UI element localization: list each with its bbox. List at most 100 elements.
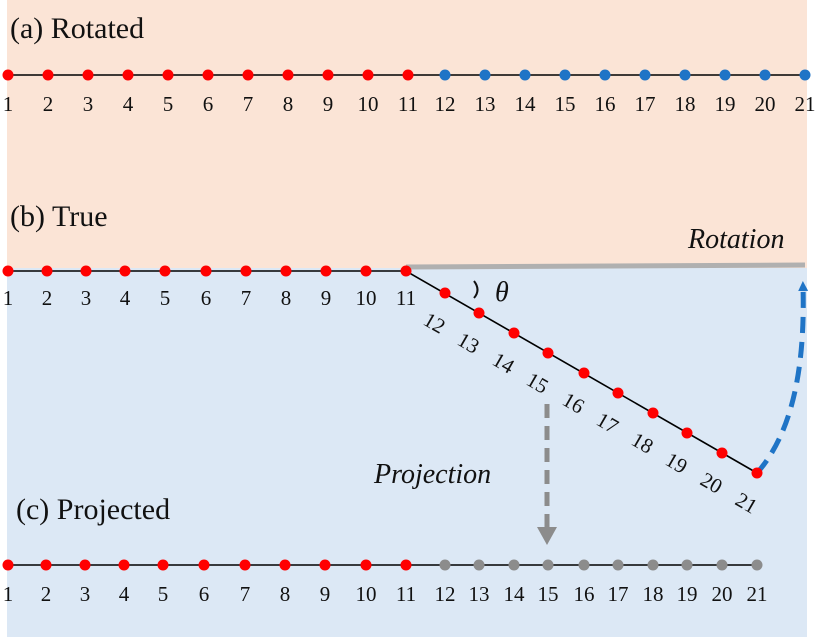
- projected-node-19: [681, 559, 693, 571]
- projected-node-number-7: 7: [240, 582, 251, 606]
- true-node-3: [80, 265, 92, 277]
- projected-node-number-15: 15: [538, 582, 559, 606]
- rotated-node-5: [162, 69, 174, 81]
- projected-node-6: [198, 559, 210, 571]
- rotation-label: Rotation: [687, 224, 784, 255]
- rotated-node-14: [519, 69, 531, 81]
- rotated-node-number-20: 20: [755, 92, 776, 116]
- rotated-node-number-8: 8: [283, 92, 294, 116]
- true-node-2: [41, 265, 53, 277]
- rotated-node-number-14: 14: [515, 92, 537, 116]
- projected-node-number-14: 14: [504, 582, 526, 606]
- projected-node-number-8: 8: [280, 582, 291, 606]
- true-node-10: [360, 265, 372, 277]
- true-node-13: [473, 307, 485, 319]
- rotated-node-20: [759, 69, 771, 81]
- projected-node-13: [473, 559, 485, 571]
- true-node-number-7: 7: [241, 286, 252, 310]
- projected-node-number-3: 3: [80, 582, 91, 606]
- projection-arrow-head: [537, 527, 557, 545]
- projected-node-5: [157, 559, 169, 571]
- projected-node-16: [578, 559, 590, 571]
- projected-node-20: [716, 559, 728, 571]
- rotated-node-number-7: 7: [243, 92, 254, 116]
- true-node-number-3: 3: [81, 286, 92, 310]
- rotated-node-3: [82, 69, 94, 81]
- projected-node-number-12: 12: [435, 582, 456, 606]
- rotated-node-19: [719, 69, 731, 81]
- projected-node-7: [239, 559, 251, 571]
- rotated-node-number-2: 2: [43, 92, 54, 116]
- projected-node-8: [279, 559, 291, 571]
- projected-node-number-6: 6: [199, 582, 210, 606]
- rotated-node-8: [282, 69, 294, 81]
- true-node-14: [508, 327, 520, 339]
- rotated-node-number-13: 13: [475, 92, 496, 116]
- rotated-node-7: [242, 69, 254, 81]
- projected-node-10: [360, 559, 372, 571]
- panel-label-rotated: (a) Rotated: [10, 12, 144, 45]
- projected-nodes: [2, 559, 763, 571]
- theta-symbol: θ: [495, 277, 509, 308]
- projected-node-9: [319, 559, 331, 571]
- projected-region-background: [7, 268, 807, 637]
- projected-node-number-18: 18: [643, 582, 664, 606]
- true-node-18: [647, 407, 659, 419]
- true-node-20: [716, 447, 728, 459]
- rotated-node-number-17: 17: [635, 92, 656, 116]
- projected-node-3: [79, 559, 91, 571]
- true-node-7: [240, 265, 252, 277]
- projection-label: Projection: [373, 459, 491, 490]
- true-nodes: [2, 265, 763, 479]
- true-node-6: [200, 265, 212, 277]
- true-node-number-1: 1: [3, 286, 14, 310]
- rotated-nodes: [2, 69, 811, 81]
- rotated-node-number-19: 19: [715, 92, 736, 116]
- panel-label-projected: (c) Projected: [16, 493, 170, 526]
- rotated-node-6: [202, 69, 214, 81]
- true-node-19: [681, 427, 693, 439]
- rotated-node-number-18: 18: [675, 92, 696, 116]
- rotated-node-9: [322, 69, 334, 81]
- true-node-number-2: 2: [42, 286, 53, 310]
- true-node-number-11: 11: [396, 286, 416, 310]
- projected-node-11: [400, 559, 412, 571]
- rotated-node-18: [679, 69, 691, 81]
- rotated-node-1: [2, 69, 14, 81]
- true-node-number-8: 8: [281, 286, 292, 310]
- rotated-node-10: [362, 69, 374, 81]
- projected-node-number-2: 2: [41, 582, 52, 606]
- rotated-node-number-15: 15: [555, 92, 576, 116]
- projected-node-number-9: 9: [320, 582, 331, 606]
- projected-node-number-16: 16: [574, 582, 595, 606]
- true-node-number-9: 9: [321, 286, 332, 310]
- rotated-node-number-10: 10: [358, 92, 379, 116]
- projected-node-18: [647, 559, 659, 571]
- rotated-node-16: [599, 69, 611, 81]
- true-node-number-5: 5: [160, 286, 171, 310]
- rotated-node-number-3: 3: [83, 92, 94, 116]
- rotated-node-number-9: 9: [323, 92, 334, 116]
- true-node-11: [400, 265, 412, 277]
- projected-node-number-1: 1: [3, 582, 14, 606]
- rotated-node-number-12: 12: [435, 92, 456, 116]
- true-node-16: [578, 367, 590, 379]
- true-node-15: [542, 347, 554, 359]
- projected-node-2: [40, 559, 52, 571]
- theta-angle-arc: [473, 280, 479, 299]
- projected-node-number-10: 10: [356, 582, 377, 606]
- true-node-17: [612, 387, 624, 399]
- panel-label-true: (b) True: [10, 200, 108, 233]
- true-horizontal-reference-line: [405, 262, 806, 270]
- rotated-node-number-5: 5: [163, 92, 174, 116]
- true-node-12: [439, 287, 451, 299]
- projected-node-number-4: 4: [119, 582, 130, 606]
- true-node-8: [280, 265, 292, 277]
- projected-node-12: [439, 559, 451, 571]
- rotated-node-number-1: 1: [3, 92, 14, 116]
- true-node-number-6: 6: [201, 286, 212, 310]
- projected-node-4: [118, 559, 130, 571]
- true-node-9: [320, 265, 332, 277]
